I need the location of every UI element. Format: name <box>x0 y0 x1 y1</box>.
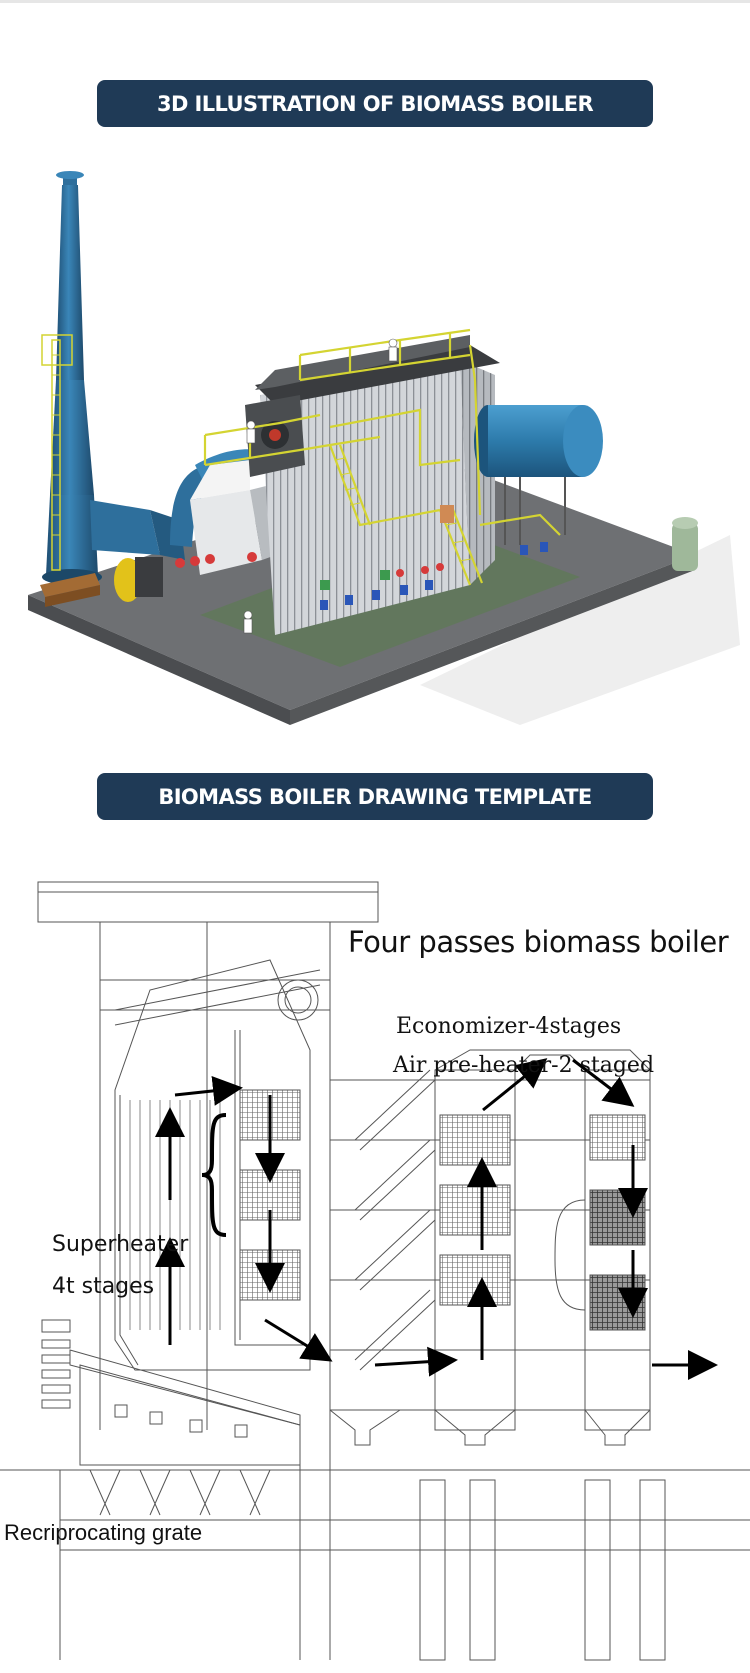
boiler-3d-illustration <box>0 165 750 725</box>
air-preheater-label: Air pre-heater-2 staged <box>393 1053 655 1078</box>
drawing-title: Four passes biomass boiler <box>348 925 729 959</box>
boiler-technical-drawing <box>0 870 750 1665</box>
banner-title: BIOMASS BOILER DRAWING TEMPLATE <box>158 784 592 809</box>
top-divider <box>0 0 750 3</box>
section-banner-3d-illustration: 3D ILLUSTRATION OF BIOMASS BOILER <box>97 80 653 127</box>
superheater-label: Superheater <box>52 1232 189 1257</box>
section-banner-drawing-template: BIOMASS BOILER DRAWING TEMPLATE <box>97 773 653 820</box>
grate-label: Recriprocating grate <box>4 1520 203 1545</box>
economizer-label: Economizer-4stages <box>396 1014 622 1039</box>
superheater-stages-label: 4t stages <box>52 1274 155 1299</box>
banner-title: 3D ILLUSTRATION OF BIOMASS BOILER <box>156 91 594 116</box>
